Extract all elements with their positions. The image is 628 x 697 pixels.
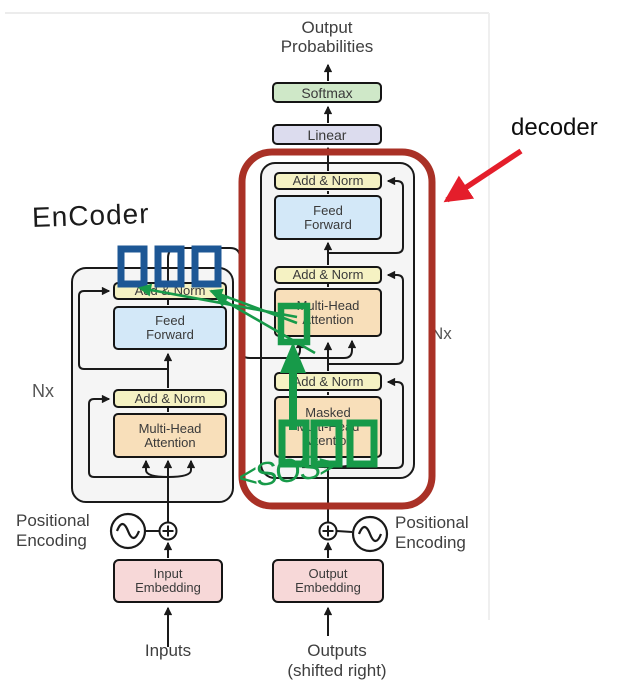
output-probabilities-label: Output Probabilities — [247, 18, 407, 56]
decoder-label: decoder — [511, 114, 598, 141]
linear-label: Linear — [307, 126, 347, 143]
encoder-handwritten-label: EnCoder — [31, 197, 151, 234]
inputs-label: Inputs — [144, 641, 192, 660]
add-norm-label: Add & Norm — [292, 373, 364, 389]
outputs-label: Outputs (shifted right) — [272, 641, 402, 681]
decoder-addnorm-bottom-box: Add & Norm — [274, 372, 382, 391]
output-embedding-box: Output Embedding — [272, 559, 384, 603]
multi-head-line1: Multi-Head — [138, 420, 202, 436]
encoder-addnorm-top-box: Add & Norm — [113, 282, 227, 300]
add-norm-label: Add & Norm — [292, 267, 364, 282]
softmax-label: Softmax — [301, 84, 353, 101]
add-norm-label: Add & Norm — [134, 283, 206, 298]
decoder-multi-head-attention-box: Multi-Head Attention — [274, 288, 382, 337]
add-symbol-encoder — [158, 521, 178, 541]
sos-handwriting: <SOS> — [237, 445, 338, 496]
positional-line1: Positional — [16, 511, 90, 530]
green-up-arrow-head — [280, 342, 306, 373]
positional-encoding-symbol-right — [351, 515, 389, 553]
blue-token-boxes — [117, 245, 222, 288]
blue-token-box-3 — [191, 245, 222, 288]
feed-forward-line1: Feed — [313, 202, 343, 218]
feed-forward-line2: Forward — [304, 216, 352, 232]
add-symbol-decoder — [318, 521, 338, 541]
encoder-addnorm-mid-box: Add & Norm — [113, 389, 227, 408]
positional-encoding-label-right: Positional Encoding — [395, 513, 487, 553]
encoder-feed-forward-box: Feed Forward — [113, 306, 227, 350]
decoder-feed-forward-box: Feed Forward — [274, 195, 382, 240]
output-probabilities-line1: Output — [301, 18, 353, 37]
feed-forward-line2: Forward — [146, 327, 194, 342]
decoder-pointer-arrow — [443, 148, 523, 203]
encoder-stack-rect — [71, 267, 234, 503]
input-embedding-box: Input Embedding — [113, 559, 223, 603]
masked-line2: Multi-Head — [296, 419, 360, 434]
decoder-addnorm-mid-box: Add & Norm — [274, 266, 382, 284]
multi-head-line2: Attention — [302, 311, 354, 327]
encoder-multi-head-attention-box: Multi-Head Attention — [113, 413, 227, 458]
positional-line2: Encoding — [395, 533, 466, 552]
blue-token-box-1 — [117, 245, 148, 288]
multi-head-line1: Multi-Head — [296, 297, 360, 313]
add-norm-label: Add & Norm — [292, 173, 364, 188]
positional-encoding-symbol-left — [109, 512, 147, 550]
add-norm-label: Add & Norm — [134, 390, 206, 406]
outputs-line2: (shifted right) — [287, 661, 387, 680]
output-embedding-line2: Embedding — [295, 580, 361, 595]
positional-line2: Encoding — [16, 531, 87, 550]
masked-line1: Masked — [305, 405, 351, 420]
softmax-box: Softmax — [272, 82, 382, 103]
output-probabilities-line2: Probabilities — [280, 37, 374, 56]
positional-encoding-label-left: Positional Encoding — [16, 511, 106, 551]
encoder-nx-label: Nx — [32, 381, 54, 401]
linear-box: Linear — [272, 124, 382, 145]
input-embedding-line2: Embedding — [135, 580, 201, 595]
outputs-line1: Outputs — [307, 641, 367, 660]
positional-line1: Positional — [395, 513, 469, 532]
blue-token-box-2 — [154, 245, 185, 288]
feed-forward-line1: Feed — [155, 313, 185, 328]
decoder-nx-label: Nx — [431, 324, 452, 343]
multi-head-line2: Attention — [144, 434, 196, 450]
output-embedding-line1: Output — [308, 566, 348, 581]
input-embedding-line1: Input — [153, 566, 183, 581]
decoder-addnorm-top-box: Add & Norm — [274, 172, 382, 190]
